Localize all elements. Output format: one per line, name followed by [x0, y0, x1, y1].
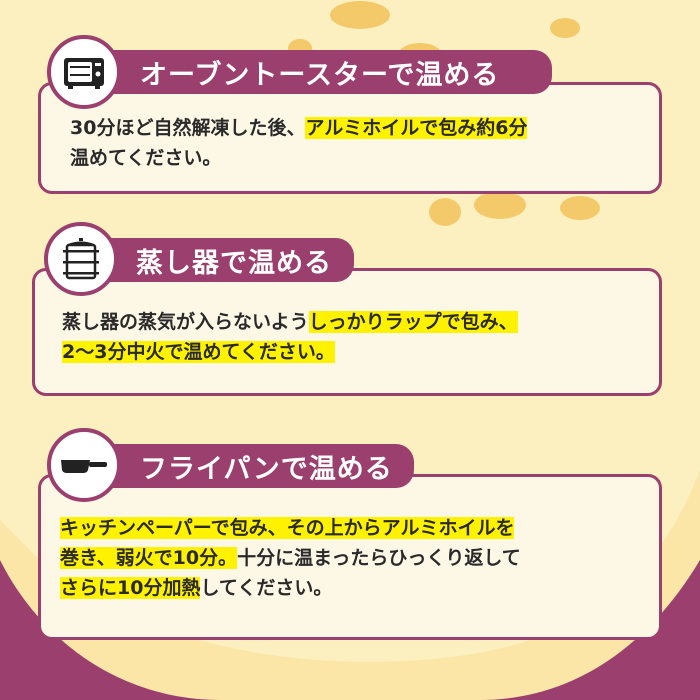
steamer-icon: [44, 222, 118, 296]
toaster-oven-icon: [47, 35, 121, 109]
text-line: 2〜3分中火で温めてください。: [62, 337, 518, 367]
text-segment: 蒸し器の蒸気が入らないよう: [62, 311, 309, 333]
text-line: 温めてください。: [70, 143, 527, 173]
text-segment: 十分に温まったらひっくり返して: [237, 547, 521, 569]
highlighted-text: しっかりラップで包み、: [308, 311, 518, 333]
text-segment: してください。: [200, 577, 333, 599]
highlighted-text: さらに10分加熱: [60, 577, 201, 599]
frying-pan-icon: [47, 428, 121, 502]
text-line: 蒸し器の蒸気が入らないようしっかりラップで包み、: [62, 307, 518, 337]
text-line: 30分ほど自然解凍した後、アルミホイルで包み約6分: [70, 113, 528, 143]
highlighted-text: キッチンペーパーで包み、その上からアルミホイルを: [60, 517, 515, 539]
section-title: オーブントースターで温める: [62, 50, 552, 94]
text-line: キッチンペーパーで包み、その上からアルミホイルを: [60, 513, 521, 543]
highlighted-text: アルミホイルで包み約6分: [305, 117, 528, 139]
text-segment: 30分ほど自然解凍した後、: [70, 117, 306, 139]
text-segment: 温めてください。: [70, 147, 222, 169]
highlighted-text: 巻き、弱火で10分。: [60, 547, 238, 569]
highlighted-text: 2〜3分中火で温めてください。: [62, 341, 335, 363]
instruction-text: キッチンペーパーで包み、その上からアルミホイルを 巻き、弱火で10分。十分に温ま…: [60, 513, 521, 603]
text-line: 巻き、弱火で10分。十分に温まったらひっくり返して: [60, 543, 521, 573]
instruction-text: 30分ほど自然解凍した後、アルミホイルで包み約6分 温めてください。: [70, 113, 528, 173]
text-line: さらに10分加熱してください。: [60, 573, 521, 603]
instruction-text: 蒸し器の蒸気が入らないようしっかりラップで包み、 2〜3分中火で温めてください。: [62, 307, 518, 367]
